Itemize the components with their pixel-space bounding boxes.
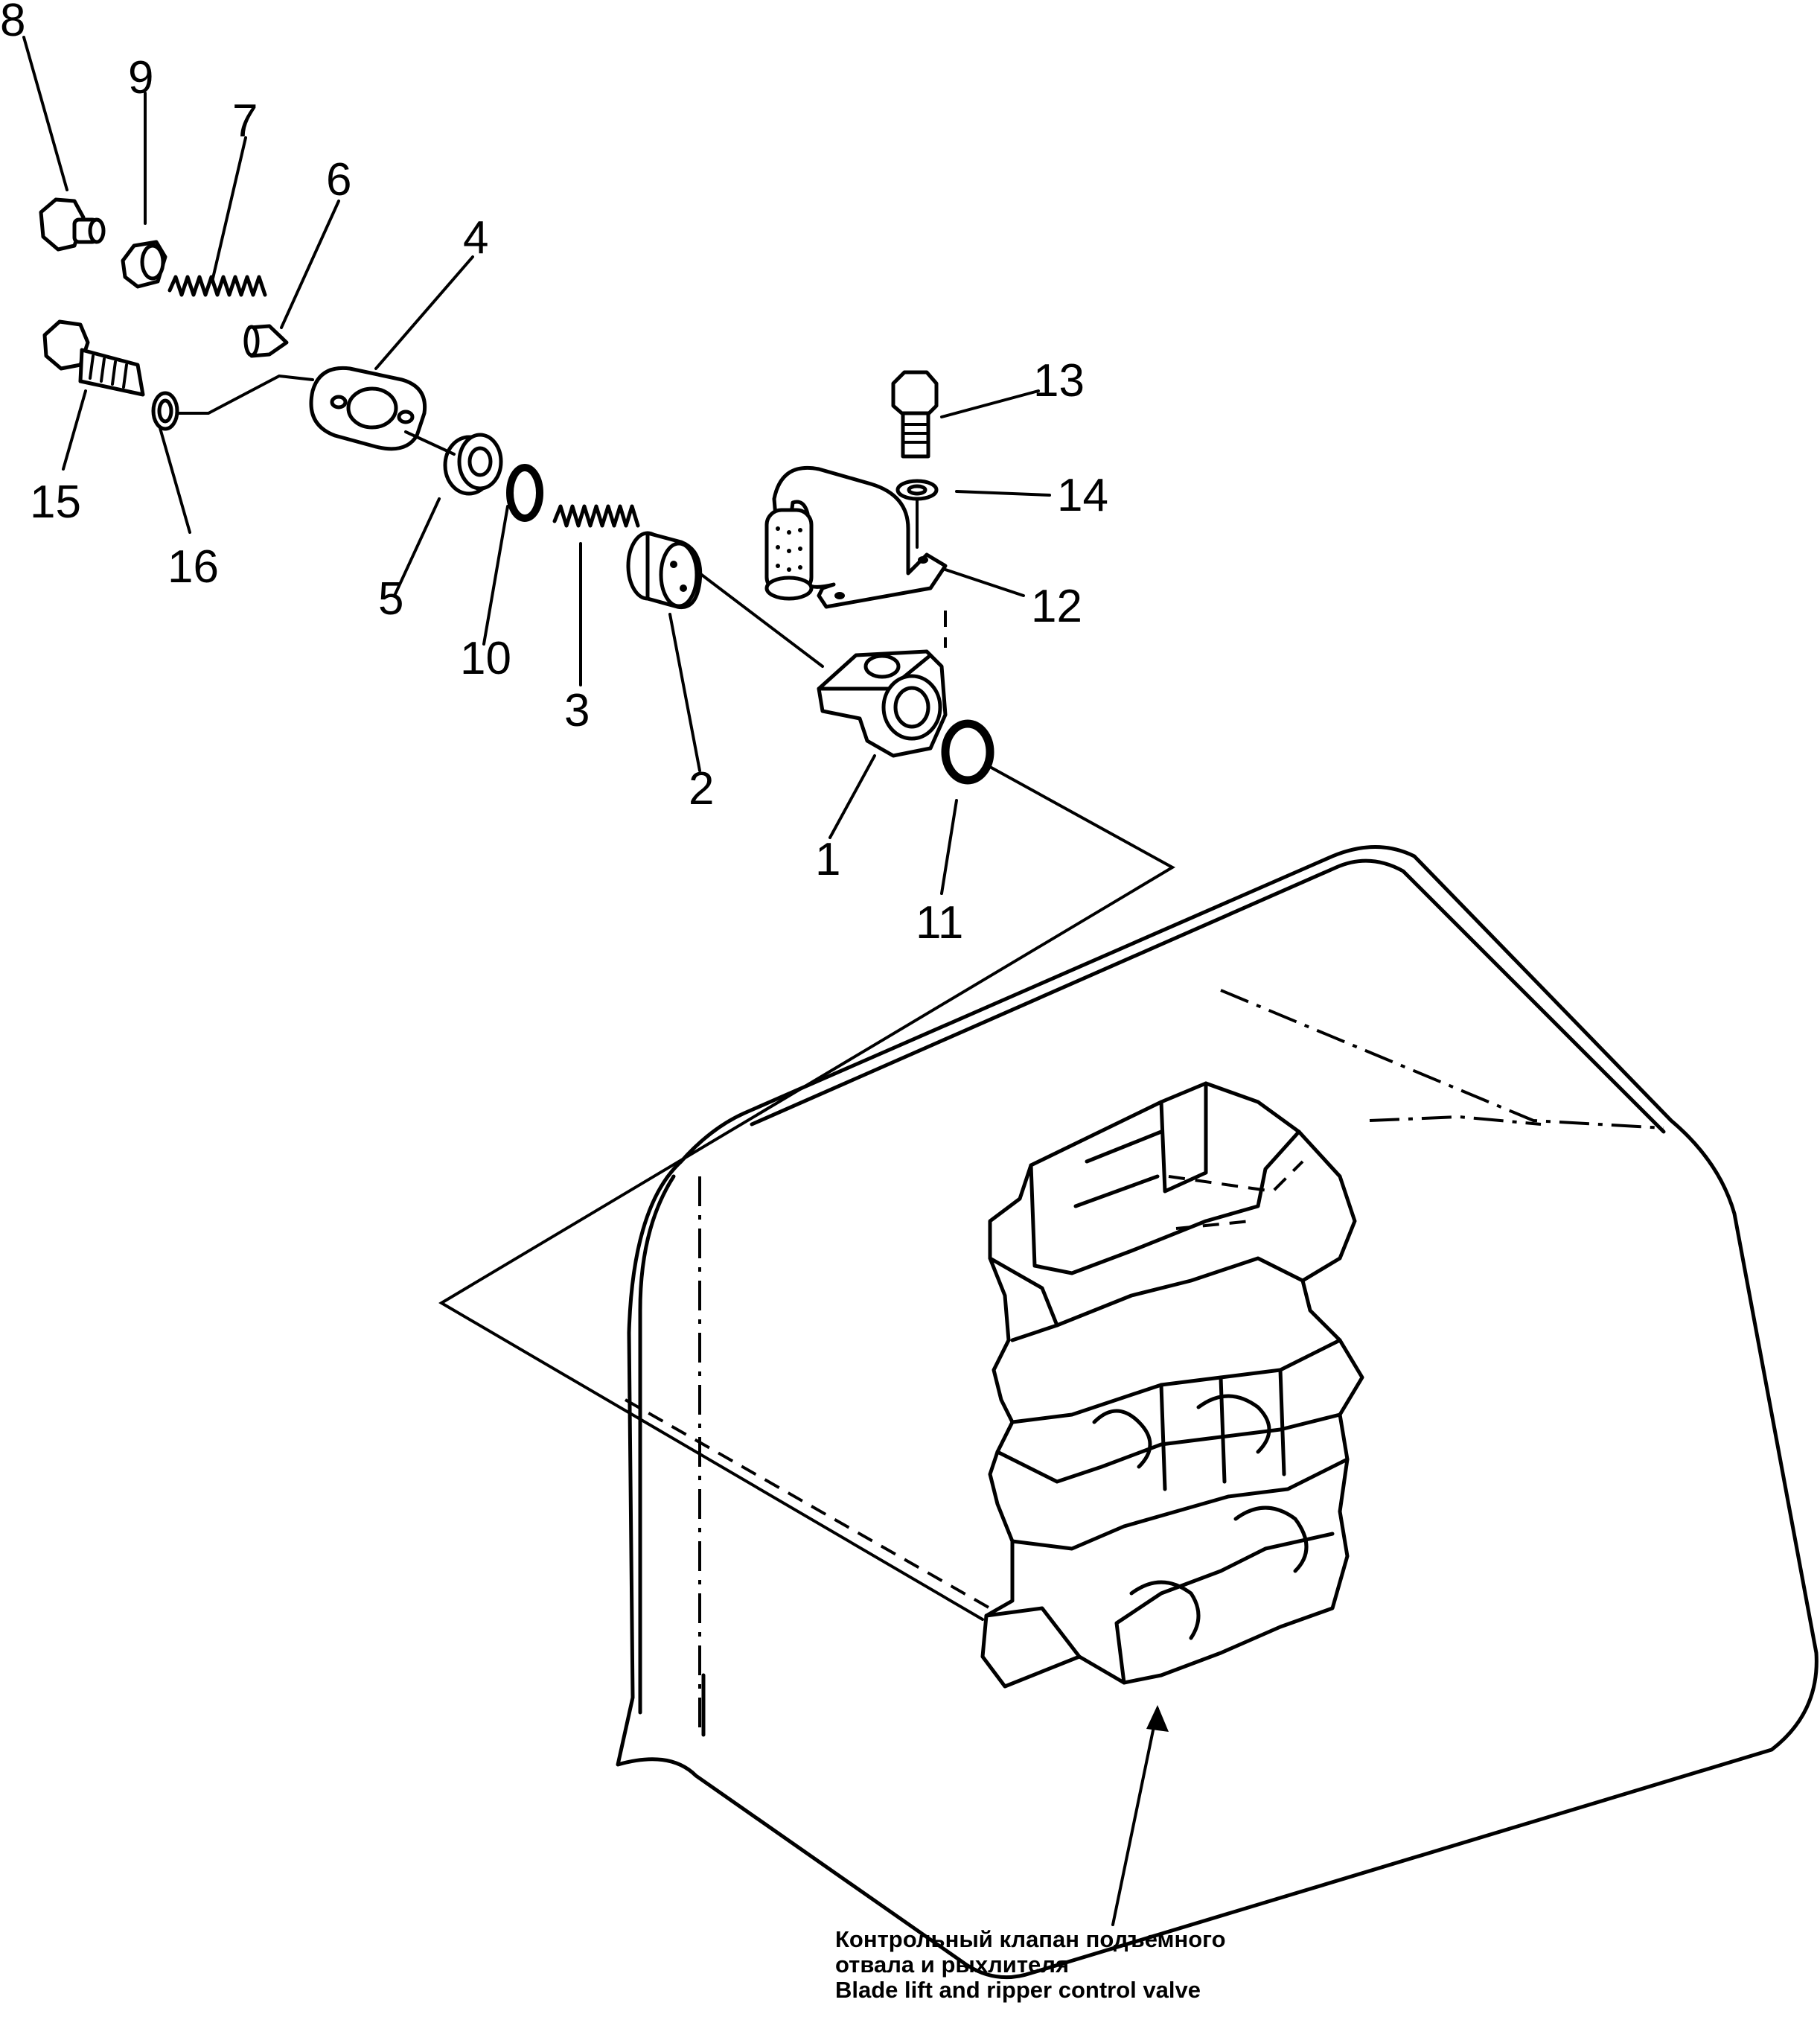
part-12-pipe: [764, 465, 948, 609]
part-10-o-ring: [506, 464, 543, 522]
control-valve-assembly: [980, 1081, 1364, 1689]
part-1-valve-body: [817, 649, 948, 758]
part-7-spring: [167, 275, 267, 297]
leader-lines: [22, 36, 1169, 1926]
callout-6: 6: [326, 154, 351, 205]
callout-10: 10: [460, 633, 511, 684]
part-15-bolt: [42, 319, 145, 397]
callout-7: 7: [232, 95, 258, 147]
part-8-plug: [39, 197, 106, 252]
part-4-flange: [309, 366, 427, 451]
tank-body: [616, 845, 1819, 1980]
part-6-poppet: [243, 324, 289, 358]
part-5-seat: [443, 433, 503, 496]
callout-3: 3: [564, 685, 590, 736]
caption-line-2: отвала и рыхлителя: [835, 1951, 1070, 1978]
part-14-washer: [895, 479, 939, 501]
part-11-o-ring: [941, 719, 994, 785]
part-3-spring: [552, 504, 640, 528]
callout-12: 12: [1031, 581, 1082, 632]
caption-line-1: Контрольный клапан подъемного: [835, 1926, 1226, 1952]
callout-8: 8: [0, 0, 25, 46]
callout-2: 2: [689, 763, 714, 815]
callout-4: 4: [463, 212, 488, 264]
callout-14: 14: [1057, 470, 1108, 521]
callout-1: 1: [815, 834, 840, 885]
part-9-nut: [121, 240, 167, 289]
callout-11: 11: [916, 897, 963, 949]
callout-16: 16: [167, 541, 219, 593]
caption-line-3: Blade lift and ripper control valve: [835, 1977, 1201, 2003]
callout-13: 13: [1033, 355, 1085, 407]
callout-15: 15: [30, 477, 81, 528]
callout-9: 9: [128, 52, 153, 103]
part-13-bolt: [891, 370, 939, 459]
callout-numbers: 8 9 7 6 4 13 14 12 15 16 5 10 3 2 1 11: [0, 0, 1108, 949]
caption-block: Контрольный клапан подъемного отвала и р…: [835, 1927, 1226, 2003]
callout-5: 5: [378, 573, 403, 625]
part-16-washer: [151, 391, 179, 431]
part-2-spool: [626, 531, 703, 610]
